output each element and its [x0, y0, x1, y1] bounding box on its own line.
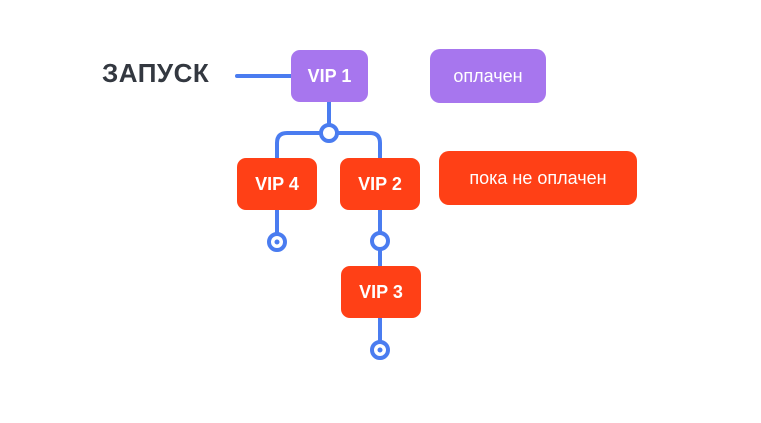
node-vip1: VIP 1 [291, 50, 368, 102]
node-vip4: VIP 4 [237, 158, 317, 210]
start-label: ЗАПУСК [102, 58, 210, 88]
legend-paid: оплачен [430, 49, 546, 103]
branch-node-circle [319, 123, 339, 143]
vip3-end-node-dot [377, 347, 383, 353]
legend-unpaid: пока не оплачен [439, 151, 637, 205]
branch-to-vip2 [335, 131, 382, 160]
vip4-end-node-dot [274, 239, 280, 245]
node-vip3: VIP 3 [341, 266, 421, 318]
node-vip2: VIP 2 [340, 158, 420, 210]
vip2-connector-node [370, 231, 390, 251]
branch-to-vip4 [275, 131, 323, 160]
